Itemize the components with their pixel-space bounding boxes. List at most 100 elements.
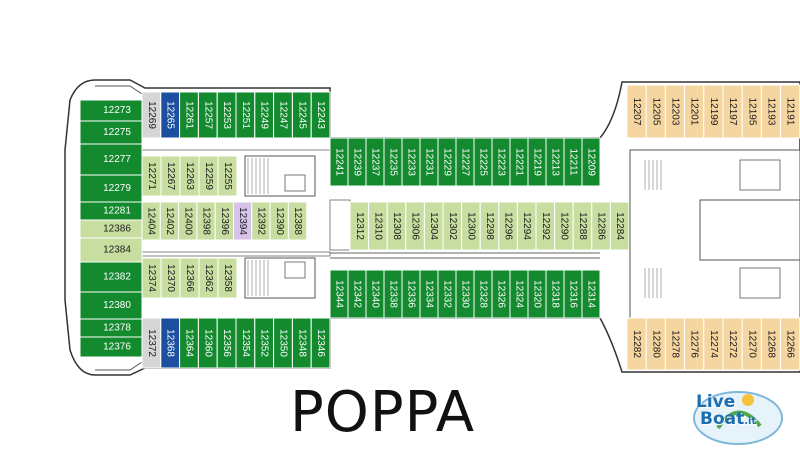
cabin-12277[interactable]: 12277 <box>79 143 143 176</box>
cabin-12296[interactable]: 12296 <box>498 201 518 251</box>
cabin-12245[interactable]: 12245 <box>291 91 312 139</box>
cabin-12195[interactable]: 12195 <box>741 84 762 139</box>
cabin-12328[interactable]: 12328 <box>473 269 493 319</box>
cabin-12358[interactable]: 12358 <box>217 257 238 299</box>
cabin-12268[interactable]: 12268 <box>760 317 782 371</box>
cabin-12279[interactable]: 12279 <box>79 174 143 203</box>
cabin-12275[interactable]: 12275 <box>79 120 143 145</box>
cabin-12354[interactable]: 12354 <box>235 317 256 369</box>
cabin-12294[interactable]: 12294 <box>516 201 537 251</box>
cabin-12209[interactable]: 12209 <box>581 137 601 187</box>
cabin-12265[interactable]: 12265 <box>160 91 181 139</box>
cabin-12278[interactable]: 12278 <box>664 317 686 371</box>
cabin-12253[interactable]: 12253 <box>216 91 237 139</box>
cabin-12191[interactable]: 12191 <box>780 84 800 139</box>
cabin-12326[interactable]: 12326 <box>491 269 511 319</box>
cabin-12199[interactable]: 12199 <box>703 84 724 139</box>
cabin-12312[interactable]: 12312 <box>349 201 370 251</box>
cabin-12376[interactable]: 12376 <box>79 336 143 358</box>
cabin-12302[interactable]: 12302 <box>442 201 463 251</box>
cabin-12205[interactable]: 12205 <box>645 84 666 139</box>
cabin-12286[interactable]: 12286 <box>591 201 611 251</box>
cabin-12402[interactable]: 12402 <box>159 201 180 241</box>
cabin-12227[interactable]: 12227 <box>455 137 475 187</box>
cabin-12388[interactable]: 12388 <box>287 201 308 241</box>
cabin-12306[interactable]: 12306 <box>405 201 425 251</box>
cabin-12280[interactable]: 12280 <box>645 317 666 371</box>
cabin-12249[interactable]: 12249 <box>254 91 275 139</box>
cabin-12340[interactable]: 12340 <box>365 269 385 319</box>
cabin-12269[interactable]: 12269 <box>141 91 162 139</box>
cabin-12334[interactable]: 12334 <box>419 269 439 319</box>
cabin-12380[interactable]: 12380 <box>79 291 143 320</box>
cabin-12378[interactable]: 12378 <box>79 318 143 338</box>
cabin-12396[interactable]: 12396 <box>214 201 234 241</box>
cabin-12360[interactable]: 12360 <box>197 317 218 369</box>
cabin-12386[interactable]: 12386 <box>79 219 143 239</box>
cabin-12394[interactable]: 12394 <box>233 201 253 241</box>
cabin-12398[interactable]: 12398 <box>196 201 216 241</box>
cabin-12404[interactable]: 12404 <box>141 201 161 241</box>
cabin-12266[interactable]: 12266 <box>780 317 800 371</box>
cabin-12243[interactable]: 12243 <box>310 91 331 139</box>
cabin-12274[interactable]: 12274 <box>703 317 724 371</box>
cabin-12235[interactable]: 12235 <box>383 137 403 187</box>
cabin-12231[interactable]: 12231 <box>419 137 439 187</box>
cabin-12364[interactable]: 12364 <box>179 317 199 369</box>
cabin-12272[interactable]: 12272 <box>722 317 743 371</box>
cabin-12356[interactable]: 12356 <box>216 317 237 369</box>
cabin-12372[interactable]: 12372 <box>141 317 162 369</box>
cabin-12288[interactable]: 12288 <box>572 201 593 251</box>
cabin-12225[interactable]: 12225 <box>473 137 493 187</box>
cabin-12348[interactable]: 12348 <box>291 317 312 369</box>
cabin-12330[interactable]: 12330 <box>455 269 475 319</box>
cabin-12316[interactable]: 12316 <box>563 269 583 319</box>
cabin-12284[interactable]: 12284 <box>609 201 630 251</box>
cabin-12233[interactable]: 12233 <box>401 137 421 187</box>
cabin-12324[interactable]: 12324 <box>509 269 529 319</box>
cabin-12318[interactable]: 12318 <box>545 269 565 319</box>
cabin-12270[interactable]: 12270 <box>741 317 762 371</box>
cabin-12271[interactable]: 12271 <box>141 155 162 197</box>
cabin-12366[interactable]: 12366 <box>179 257 200 299</box>
cabin-12255[interactable]: 12255 <box>217 155 238 197</box>
cabin-12282[interactable]: 12282 <box>626 317 647 371</box>
cabin-12229[interactable]: 12229 <box>437 137 457 187</box>
cabin-12261[interactable]: 12261 <box>179 91 199 139</box>
cabin-12276[interactable]: 12276 <box>684 317 705 371</box>
cabin-12213[interactable]: 12213 <box>545 137 565 187</box>
cabin-12223[interactable]: 12223 <box>491 137 511 187</box>
cabin-12362[interactable]: 12362 <box>198 257 219 299</box>
cabin-12344[interactable]: 12344 <box>329 269 349 319</box>
cabin-12263[interactable]: 12263 <box>179 155 200 197</box>
cabin-12197[interactable]: 12197 <box>722 84 743 139</box>
cabin-12304[interactable]: 12304 <box>423 201 444 251</box>
cabin-12336[interactable]: 12336 <box>401 269 421 319</box>
cabin-12247[interactable]: 12247 <box>273 91 293 139</box>
cabin-12211[interactable]: 12211 <box>563 137 583 187</box>
cabin-12300[interactable]: 12300 <box>461 201 481 251</box>
cabin-12384[interactable]: 12384 <box>79 237 143 263</box>
cabin-12292[interactable]: 12292 <box>535 201 556 251</box>
cabin-12308[interactable]: 12308 <box>386 201 407 251</box>
cabin-12368[interactable]: 12368 <box>160 317 181 369</box>
cabin-12390[interactable]: 12390 <box>269 201 289 241</box>
cabin-12400[interactable]: 12400 <box>178 201 198 241</box>
cabin-12298[interactable]: 12298 <box>479 201 500 251</box>
cabin-12237[interactable]: 12237 <box>365 137 385 187</box>
cabin-12342[interactable]: 12342 <box>347 269 367 319</box>
cabin-12382[interactable]: 12382 <box>79 261 143 293</box>
cabin-12374[interactable]: 12374 <box>141 257 162 299</box>
cabin-12267[interactable]: 12267 <box>160 155 181 197</box>
cabin-12221[interactable]: 12221 <box>509 137 529 187</box>
cabin-12239[interactable]: 12239 <box>347 137 367 187</box>
cabin-12346[interactable]: 12346 <box>310 317 331 369</box>
cabin-12392[interactable]: 12392 <box>251 201 271 241</box>
cabin-12203[interactable]: 12203 <box>664 84 686 139</box>
cabin-12257[interactable]: 12257 <box>197 91 218 139</box>
cabin-12259[interactable]: 12259 <box>198 155 219 197</box>
cabin-12352[interactable]: 12352 <box>254 317 275 369</box>
cabin-12207[interactable]: 12207 <box>626 84 647 139</box>
cabin-12320[interactable]: 12320 <box>527 269 547 319</box>
cabin-12290[interactable]: 12290 <box>554 201 574 251</box>
